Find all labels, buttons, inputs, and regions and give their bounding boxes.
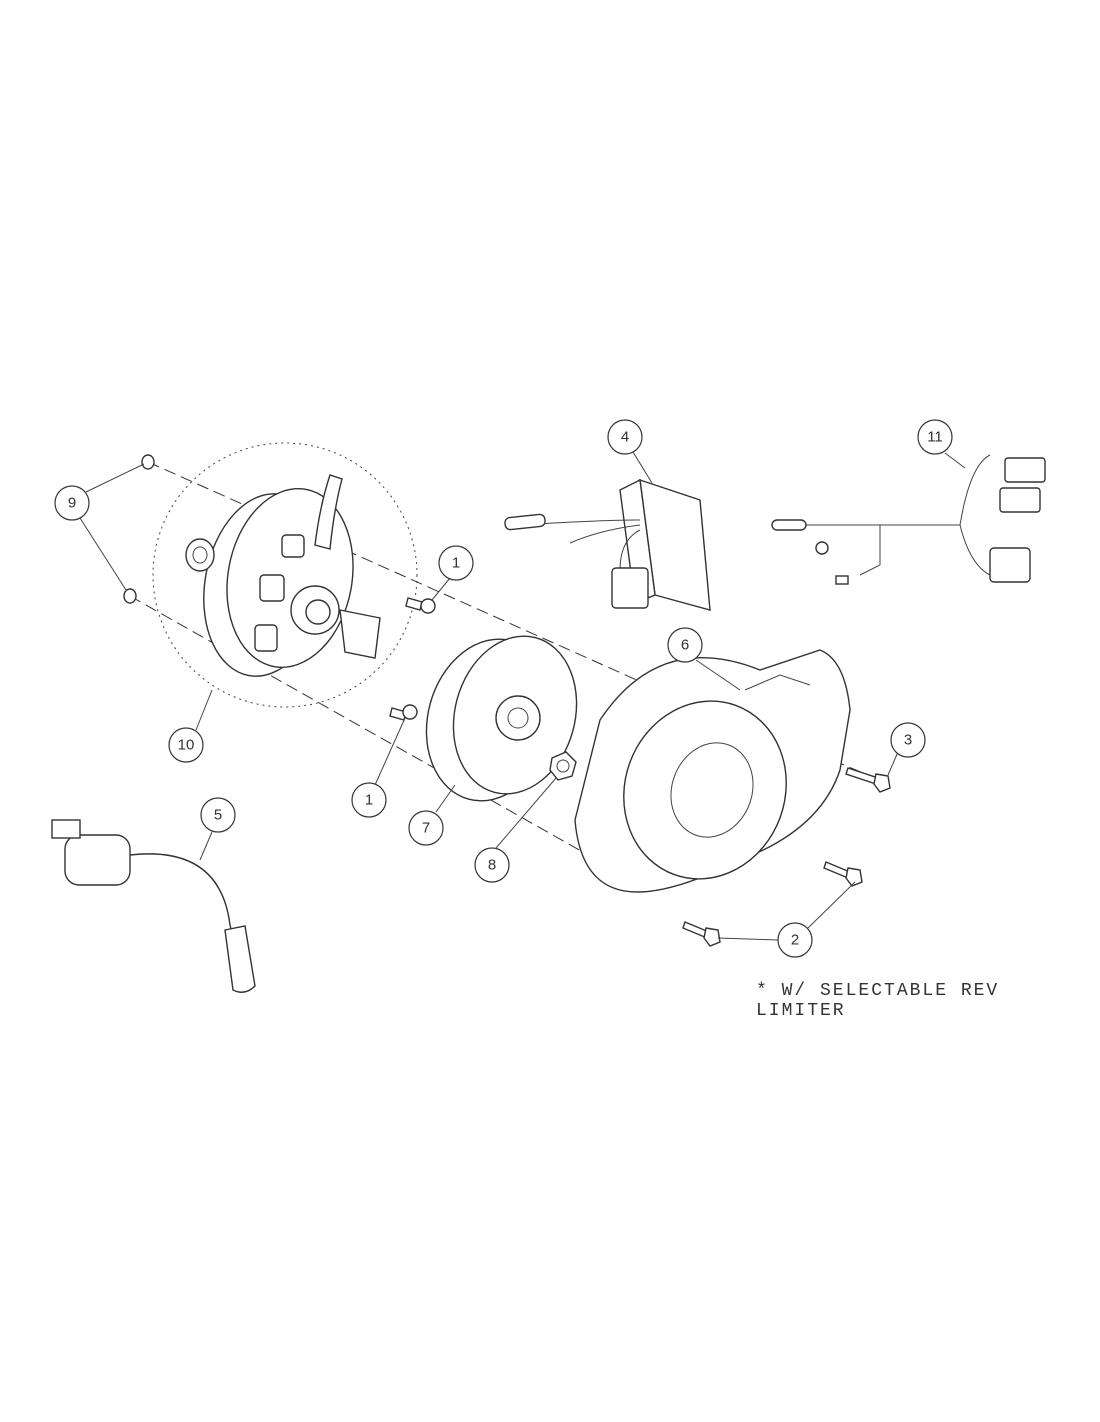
callout-label: 2 [791, 932, 799, 949]
callout-5: 5 [200, 797, 236, 833]
callout-label: 8 [488, 857, 496, 874]
callout-label: 3 [904, 732, 912, 749]
cdi-box-part [504, 478, 711, 611]
callout-9: 9 [54, 485, 90, 521]
callout-label: 4 [621, 429, 629, 446]
stator-part [152, 442, 418, 708]
callout-1-upper: 1 [438, 545, 474, 581]
callout-4: 4 [607, 419, 643, 455]
callout-label: 1 [365, 792, 373, 809]
callout-8: 8 [474, 847, 510, 883]
callout-3: 3 [890, 722, 926, 758]
callout-label: 5 [214, 807, 222, 824]
screw-part [389, 597, 436, 721]
callout-label: 10 [178, 737, 195, 754]
callout-2: 2 [777, 922, 813, 958]
callout-6: 6 [667, 627, 703, 663]
callout-11: 11 [917, 419, 953, 455]
nut-part [549, 751, 577, 781]
o-ring-part [123, 454, 155, 604]
ignition-coil-part [51, 819, 256, 993]
callout-label: 11 [927, 429, 943, 446]
wire-harness-part [771, 454, 1046, 585]
callout-1-lower: 1 [351, 782, 387, 818]
callout-label: 1 [452, 555, 460, 572]
leader-lines [79, 451, 966, 941]
rev-limiter-note: * W/ SELECTABLE REV LIMITER [756, 981, 1000, 1021]
callout-label: 9 [68, 495, 76, 512]
callout-label: 6 [681, 637, 689, 654]
callout-7: 7 [408, 810, 444, 846]
callout-10: 10 [168, 727, 204, 763]
cover-part [574, 649, 851, 893]
flywheel-part [425, 635, 578, 802]
bolt-part [682, 767, 891, 947]
callout-label: 7 [422, 820, 430, 837]
